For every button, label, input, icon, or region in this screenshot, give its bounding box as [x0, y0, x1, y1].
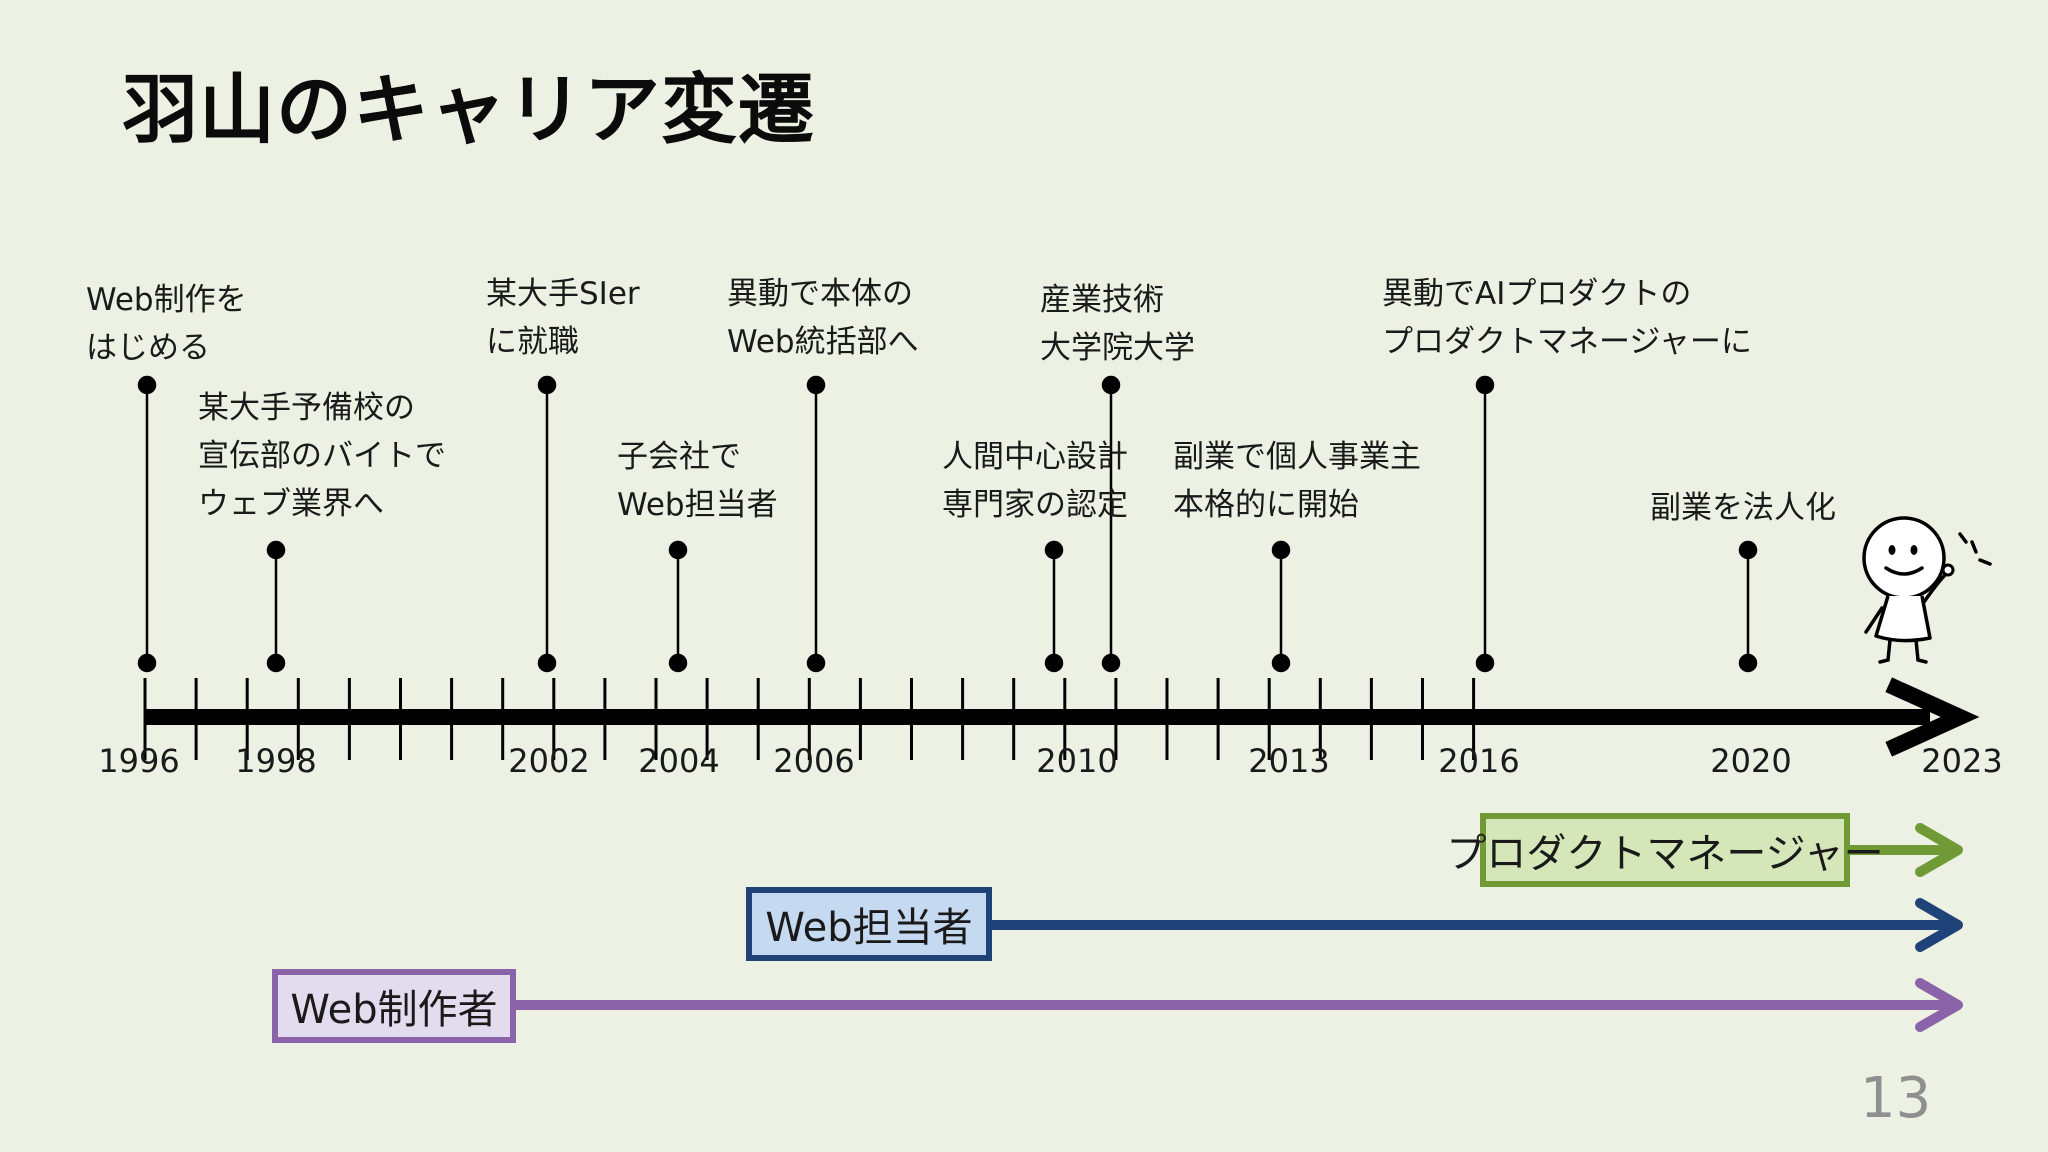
event-pin: [266, 540, 286, 673]
year-label: 1996: [98, 742, 180, 780]
event-text: 専門家の認定: [942, 487, 1128, 524]
event-pin: [137, 375, 157, 673]
year-label: 2002: [508, 742, 590, 780]
event-pin: [1101, 375, 1121, 673]
event-text: 子会社で: [617, 439, 741, 475]
event-label-sier: 某大手SIer に就職: [486, 270, 640, 366]
event-pin: [1271, 540, 1291, 673]
event-text: 副業を法人化: [1650, 490, 1836, 526]
event-text: 産業技術: [1040, 282, 1164, 318]
role-arrow-product-manager: [1850, 823, 1963, 877]
year-label: 2020: [1710, 742, 1792, 780]
smiling-stick-figure-icon: [1862, 516, 1992, 664]
page-number: 13: [1860, 1066, 1932, 1131]
event-label-ai-pm: 異動でAIプロダクトの プロダクトマネージャーに: [1382, 270, 1752, 366]
event-text: 本格的に開始: [1173, 487, 1359, 524]
event-label-hcd-cert: 人間中心設計 専門家の認定: [942, 433, 1128, 529]
role-box-web-seisakusha: Web制作者: [272, 969, 516, 1043]
role-arrow-web-tantousha: [992, 898, 1963, 952]
event-text: 大学院大学: [1040, 330, 1195, 367]
year-label: 2016: [1438, 742, 1520, 780]
event-text: Web制作を: [86, 282, 247, 318]
year-label: 1998: [235, 742, 317, 780]
event-text: ウェブ業界へ: [198, 486, 384, 523]
role-box-product-manager: プロダクトマネージャー: [1446, 813, 1884, 887]
event-label-subsidiary: 子会社で Web担当者: [617, 433, 778, 529]
event-label-graduate-school: 産業技術 大学院大学: [1040, 276, 1195, 372]
event-text: 異動で本体の: [727, 276, 913, 312]
event-label-side-business: 副業で個人事業主 本格的に開始: [1173, 433, 1421, 529]
event-text: 人間中心設計: [942, 439, 1128, 475]
timeline-ticks: [143, 678, 1476, 760]
role-box-web-tantousha: Web担当者: [746, 887, 992, 961]
timeline-arrowhead: [1885, 677, 1980, 757]
year-label: 2006: [773, 742, 855, 780]
event-text: プロダクトマネージャーに: [1382, 324, 1752, 361]
event-text: Web統括部へ: [727, 324, 919, 361]
year-label: 2013: [1248, 742, 1330, 780]
event-text: 某大手SIer: [486, 276, 640, 312]
event-text: はじめる: [86, 330, 210, 367]
year-label: 2023: [1921, 742, 2003, 780]
event-pin: [806, 375, 826, 673]
year-label: 2004: [638, 742, 720, 780]
event-text: 某大手予備校の: [198, 390, 415, 426]
role-arrow-web-seisakusha: [516, 978, 1963, 1032]
event-text: 異動でAIプロダクトの: [1382, 276, 1692, 312]
event-text: 副業で個人事業主: [1173, 439, 1421, 475]
year-label: 2010: [1036, 742, 1118, 780]
event-label-web-division: 異動で本体の Web統括部へ: [727, 270, 919, 366]
event-label-incorporation: 副業を法人化: [1650, 484, 1836, 532]
event-text: Web担当者: [617, 487, 778, 524]
event-pin: [537, 375, 557, 673]
event-text: 宣伝部のバイトで: [198, 438, 446, 475]
event-label-start-web: Web制作を はじめる: [86, 276, 247, 372]
event-pin: [668, 540, 688, 673]
event-pin: [1044, 540, 1064, 673]
event-pin: [1475, 375, 1495, 673]
slide-title: 羽山のキャリア変遷: [122, 65, 815, 154]
event-label-cram-school: 某大手予備校の 宣伝部のバイトで ウェブ業界へ: [198, 384, 446, 528]
event-pin: [1738, 540, 1758, 673]
event-text: に就職: [486, 324, 579, 361]
